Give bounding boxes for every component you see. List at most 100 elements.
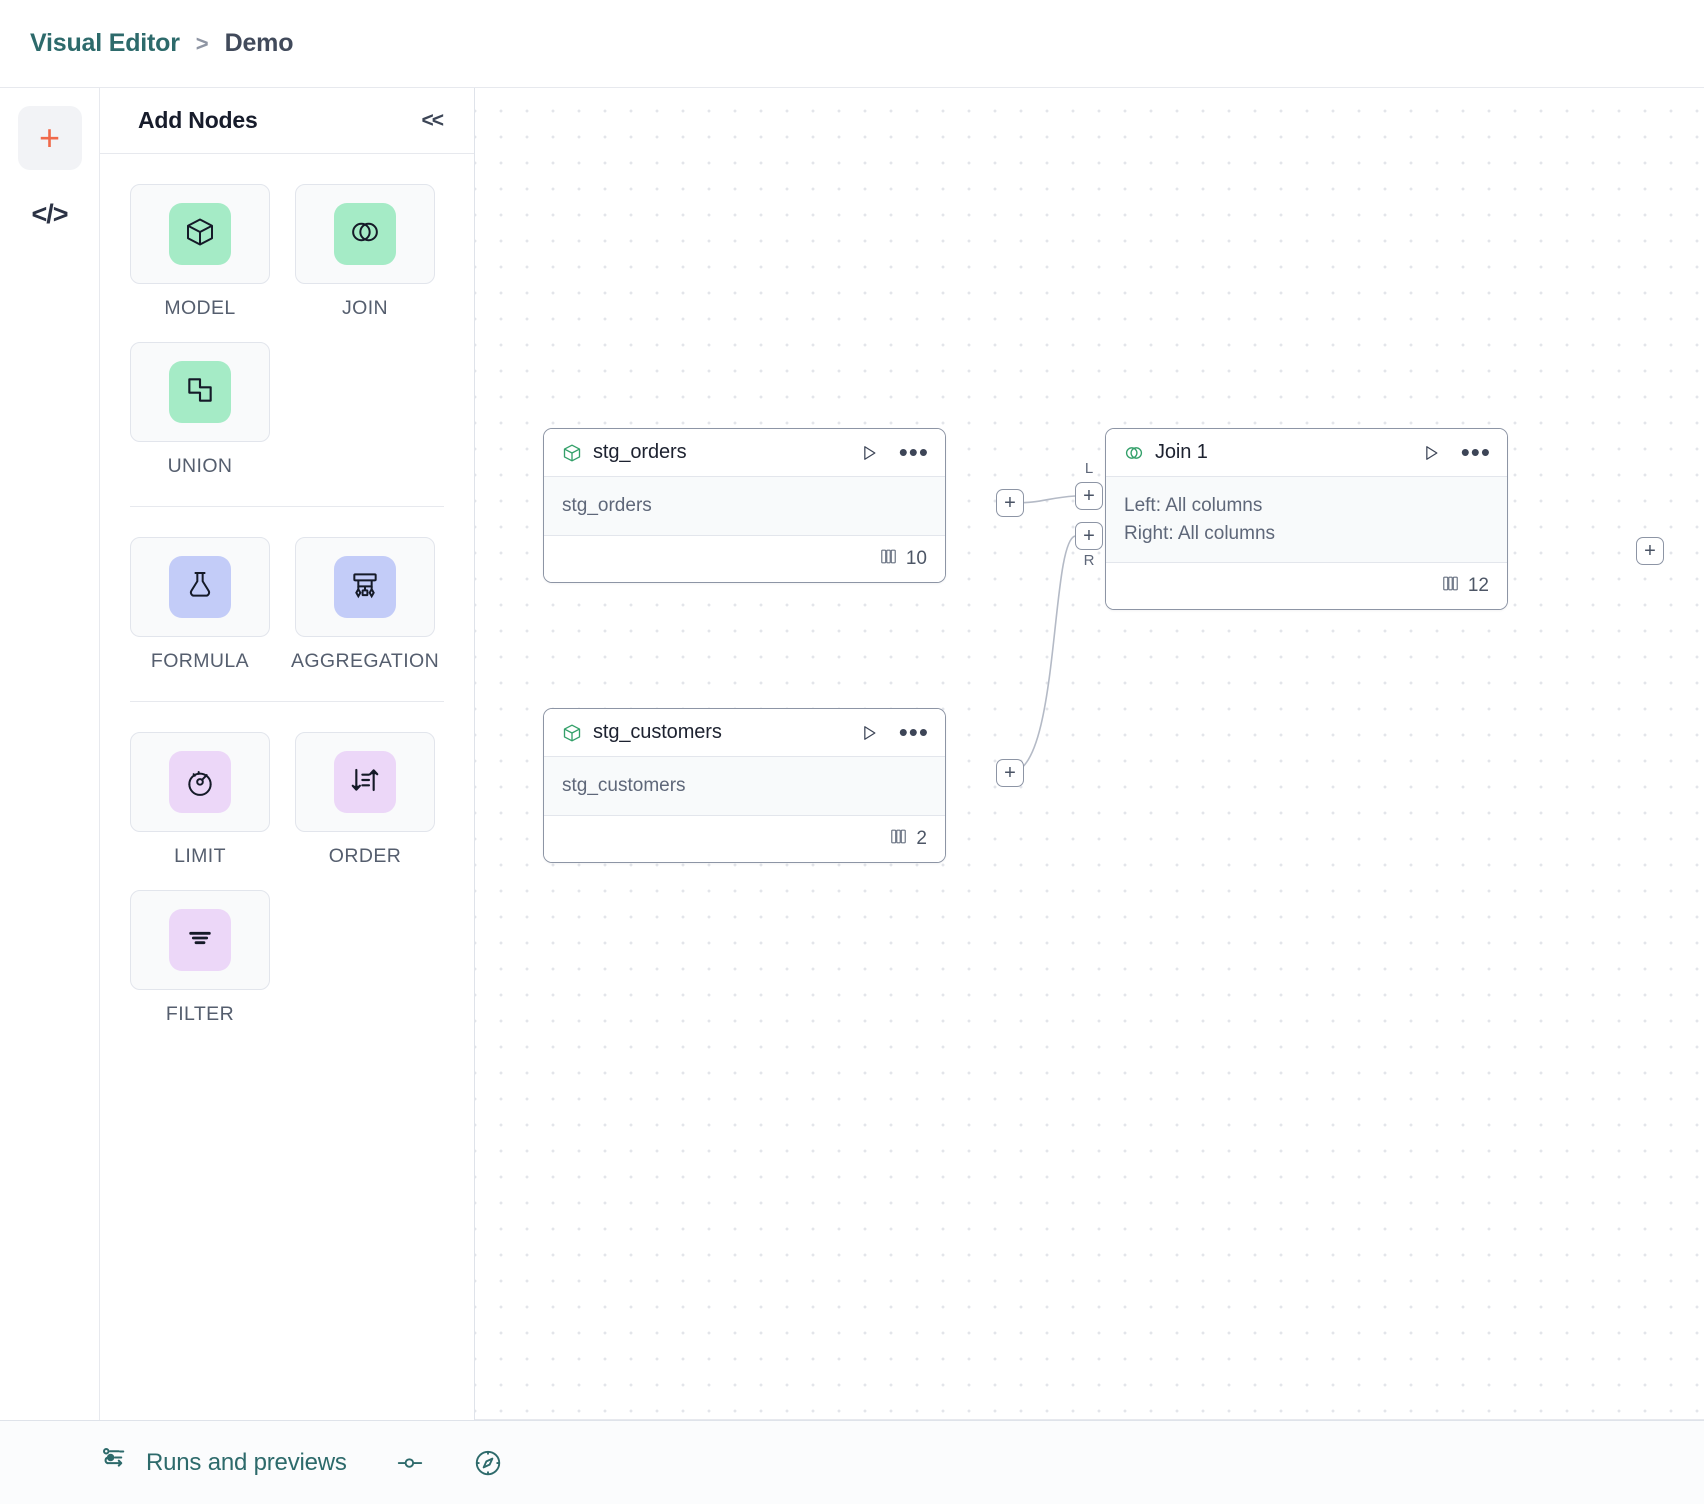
handle-output-stg-customers[interactable]: + xyxy=(996,759,1024,787)
formula-node-label: FORMULA xyxy=(150,650,250,672)
handle-input-join-left[interactable]: + xyxy=(1075,482,1103,510)
aggregation-node-label: AGGREGATION xyxy=(290,650,440,672)
plus-icon: + xyxy=(1083,525,1095,547)
bottom-toolbar: Runs and previews xyxy=(0,1420,1704,1504)
aggregation-node-card[interactable] xyxy=(295,537,435,637)
panel-title: Add Nodes xyxy=(138,107,258,133)
breadcrumb-root[interactable]: Visual Editor xyxy=(30,29,180,57)
node-palette-item-order: ORDER xyxy=(295,732,435,868)
node-body: Left: All columns Right: All columns xyxy=(1106,477,1507,564)
venn-icon xyxy=(1124,443,1144,463)
slider-icon[interactable] xyxy=(395,1448,425,1478)
union-node-card[interactable] xyxy=(130,342,270,442)
column-count-badge: 2 xyxy=(889,827,927,851)
model-node-card[interactable] xyxy=(130,184,270,284)
node-body: stg_orders xyxy=(544,477,945,536)
columns-icon xyxy=(1441,574,1460,598)
gauge-icon xyxy=(184,764,216,801)
node-footer: 10 xyxy=(544,535,945,582)
node-title: stg_customers xyxy=(593,721,722,743)
node-footer: 2 xyxy=(544,815,945,862)
filter-chip xyxy=(169,909,231,971)
join-node-card[interactable] xyxy=(295,184,435,284)
node-palette-item-union: UNION xyxy=(130,342,270,478)
play-icon[interactable] xyxy=(859,723,879,743)
aggregation-chip xyxy=(334,556,396,618)
more-options-icon[interactable]: ••• xyxy=(898,717,929,748)
runs-flow-icon xyxy=(100,1445,130,1480)
breadcrumb-separator: > xyxy=(195,30,209,56)
handle-input-join-right[interactable]: + xyxy=(1075,522,1103,550)
cube-icon xyxy=(184,216,216,253)
sort-arrows-icon xyxy=(349,764,381,801)
play-icon[interactable] xyxy=(1421,443,1441,463)
handle-output-join-1[interactable]: + xyxy=(1636,537,1664,565)
node-header: stg_customers ••• xyxy=(544,709,945,757)
limit-chip xyxy=(169,751,231,813)
union-node-label: UNION xyxy=(167,455,233,477)
limit-node-label: LIMIT xyxy=(174,845,226,867)
add-node-rail-button[interactable]: + xyxy=(17,106,82,170)
node-palette-item-aggregation: AGGREGATION xyxy=(291,537,439,673)
limit-node-card[interactable] xyxy=(130,732,270,832)
formula-node-card[interactable] xyxy=(130,537,270,637)
edge-customers-to-join-right xyxy=(1009,535,1076,774)
code-icon: </> xyxy=(31,198,68,229)
code-view-rail-button[interactable]: </> xyxy=(18,182,82,246)
filter-node-card[interactable] xyxy=(130,890,270,990)
node-palette-item-model: MODEL xyxy=(130,184,270,320)
flow-node-stg-customers[interactable]: stg_customers ••• stg_customers xyxy=(543,708,946,863)
play-icon[interactable] xyxy=(859,443,879,463)
column-count-value: 2 xyxy=(916,827,927,849)
aggregation-tree-icon xyxy=(349,569,381,606)
compass-icon[interactable] xyxy=(473,1448,503,1478)
order-node-card[interactable] xyxy=(295,732,435,832)
flow-node-stg-orders[interactable]: stg_orders ••• stg_orders xyxy=(543,428,946,583)
add-nodes-panel-header: Add Nodes << xyxy=(100,88,474,154)
union-chip xyxy=(169,361,231,423)
more-options-icon[interactable]: ••• xyxy=(1460,437,1491,468)
node-palette-item-filter: FILTER xyxy=(130,890,270,1026)
plus-icon: + xyxy=(1004,762,1016,784)
plus-icon: + xyxy=(1083,485,1095,507)
node-group-transforms: FORMULA xyxy=(130,537,444,673)
runs-and-previews-button[interactable]: Runs and previews xyxy=(100,1445,347,1480)
filter-node-label: FILTER xyxy=(165,1003,235,1025)
add-nodes-panel: Add Nodes << xyxy=(100,88,475,1420)
breadcrumb-leaf[interactable]: Demo xyxy=(224,29,294,57)
node-palette-item-formula: FORMULA xyxy=(130,537,270,673)
palette-divider-1 xyxy=(130,506,444,507)
node-body-line-left: Left: All columns xyxy=(1124,495,1263,516)
column-count-badge: 10 xyxy=(879,547,927,571)
column-count-value: 10 xyxy=(905,547,927,569)
more-options-icon[interactable]: ••• xyxy=(898,437,929,468)
node-group-row-ops: LIMIT xyxy=(130,732,444,1026)
filter-lines-icon xyxy=(184,922,216,959)
venn-icon xyxy=(349,216,381,253)
join-chip xyxy=(334,203,396,265)
flow-node-join-1[interactable]: Join 1 ••• Left: All columns Right: All … xyxy=(1105,428,1508,611)
node-body: stg_customers xyxy=(544,757,945,816)
add-icon: + xyxy=(38,117,61,158)
order-node-label: ORDER xyxy=(328,845,402,867)
breadcrumb-bar: Visual Editor > Demo xyxy=(0,0,1704,88)
plus-icon: + xyxy=(1644,540,1656,562)
node-palette-item-limit: LIMIT xyxy=(130,732,270,868)
node-title: Join 1 xyxy=(1155,441,1208,463)
model-chip xyxy=(169,203,231,265)
handle-label-left: L xyxy=(1084,460,1094,477)
handle-label-right: R xyxy=(1083,552,1095,569)
handle-output-stg-orders[interactable]: + xyxy=(996,489,1024,517)
flask-icon xyxy=(184,569,216,606)
runs-and-previews-label: Runs and previews xyxy=(146,1448,347,1476)
node-body-line: stg_orders xyxy=(562,495,652,516)
node-group-sources: MODEL JOIN xyxy=(130,184,444,478)
flow-canvas[interactable]: stg_orders ••• stg_orders xyxy=(475,88,1704,1420)
plus-icon: + xyxy=(1004,492,1016,514)
formula-chip xyxy=(169,556,231,618)
union-shapes-icon xyxy=(184,374,216,411)
palette-divider-2 xyxy=(130,701,444,702)
node-title: stg_orders xyxy=(593,441,687,463)
collapse-panel-icon[interactable]: << xyxy=(421,108,443,132)
